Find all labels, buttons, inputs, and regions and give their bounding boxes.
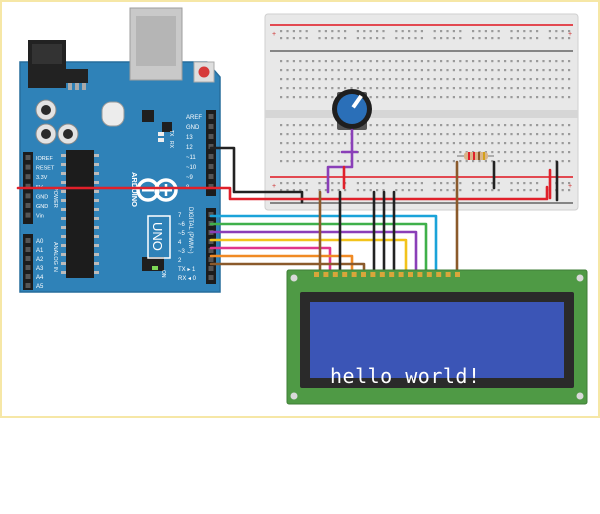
crystal bbox=[101, 101, 125, 127]
analog-title: ANALOG IN bbox=[52, 242, 58, 272]
power-pin-label: IOREF bbox=[36, 156, 53, 162]
lcd-line-2: Seconds: 6 bbox=[330, 439, 456, 463]
arduino-logo-icon bbox=[136, 178, 178, 202]
resistor bbox=[457, 152, 494, 160]
digital-pin-label: ~9 bbox=[186, 175, 194, 181]
microcontroller-chip bbox=[66, 150, 94, 278]
lcd-display-text: hello world! Seconds: 6 bbox=[330, 314, 550, 514]
digital-pin-label: GND bbox=[186, 125, 200, 131]
rx-led-label: RX bbox=[168, 141, 174, 149]
wire-gnd bbox=[209, 146, 304, 204]
potentiometer-knob bbox=[337, 94, 367, 124]
digital-pin-label: ~6 bbox=[178, 222, 186, 228]
icsp-header bbox=[142, 257, 164, 271]
analog-pin-label: A5 bbox=[36, 284, 44, 290]
digital-pin-label: ~10 bbox=[186, 165, 197, 171]
breadboard: + + + + bbox=[264, 13, 579, 211]
wire-5v bbox=[16, 185, 549, 201]
power-title: POWER bbox=[52, 187, 58, 208]
power-pin-label: 3.3V bbox=[36, 175, 48, 181]
wire-pin7 bbox=[209, 214, 438, 276]
lcd-line-1: hello world! bbox=[330, 364, 481, 388]
power-pin-label: GND bbox=[36, 194, 48, 200]
digital-pin-label: 2 bbox=[178, 258, 182, 264]
digital-title: DIGITAL (PWM~) bbox=[187, 207, 193, 254]
wire-pin4 bbox=[209, 238, 408, 276]
arduino-uno-board[interactable]: ARDUINO UNO TX RX ON AREF GND 13 12 ~11 ~10 ~9… bbox=[19, 7, 221, 293]
digital-pin-label: 7 bbox=[178, 213, 182, 219]
tx-led-label: TX bbox=[168, 130, 174, 137]
wire-pin6 bbox=[209, 222, 428, 276]
analog-pin-label: A4 bbox=[36, 275, 44, 281]
top-rail-plus-right: + bbox=[568, 31, 572, 38]
power-pin-label: RESET bbox=[36, 166, 55, 172]
analog-pin-label: A3 bbox=[36, 266, 44, 272]
analog-pin-label: A0 bbox=[36, 239, 44, 245]
analog-header bbox=[23, 234, 33, 290]
analog-pin-label: A1 bbox=[36, 248, 44, 254]
digital-pin-label: ~3 bbox=[178, 249, 186, 255]
digital-pin-label: 4 bbox=[178, 240, 182, 246]
digital-pin-label: 13 bbox=[186, 135, 193, 141]
arduino-model-text: UNO bbox=[150, 222, 165, 251]
potentiometer-indicator bbox=[351, 94, 363, 109]
circuit-diagram: + + + + bbox=[16, 7, 588, 405]
arduino-brand-text: ARDUINO bbox=[130, 172, 139, 207]
power-pin-label: GND bbox=[36, 204, 48, 210]
wire-pin5 bbox=[209, 230, 418, 276]
bottom-rail-plus-left: + bbox=[272, 183, 276, 190]
digital-header-upper bbox=[206, 110, 216, 196]
digital-pin-label: ~11 bbox=[186, 155, 196, 161]
potentiometer[interactable] bbox=[332, 89, 372, 130]
on-led-label: ON bbox=[160, 270, 166, 278]
top-rail-plus-left: + bbox=[272, 31, 276, 38]
bottom-rail-plus-right: + bbox=[568, 183, 572, 190]
breadboard-holes bbox=[280, 30, 571, 192]
digital-pin-label: 12 bbox=[186, 145, 193, 151]
wire-pin3 bbox=[209, 246, 332, 276]
wires bbox=[16, 128, 559, 276]
wire-pot-wiper bbox=[326, 128, 354, 194]
analog-pin-label: A2 bbox=[36, 257, 44, 263]
digital-pin-label: RX ◂ 0 bbox=[178, 276, 197, 282]
digital-header-lower bbox=[206, 208, 216, 284]
digital-pin-label: ~5 bbox=[178, 231, 186, 237]
lcd-screen bbox=[310, 302, 564, 378]
digital-pin-label: TX ▸ 1 bbox=[178, 267, 196, 273]
lcd-module[interactable] bbox=[286, 269, 588, 405]
circuit-canvas: + + + + bbox=[0, 0, 600, 418]
power-pin-label: Vin bbox=[36, 214, 44, 220]
digital-pin-label: AREF bbox=[186, 115, 202, 121]
wire-pin2 bbox=[209, 254, 354, 276]
on-led bbox=[152, 266, 158, 270]
